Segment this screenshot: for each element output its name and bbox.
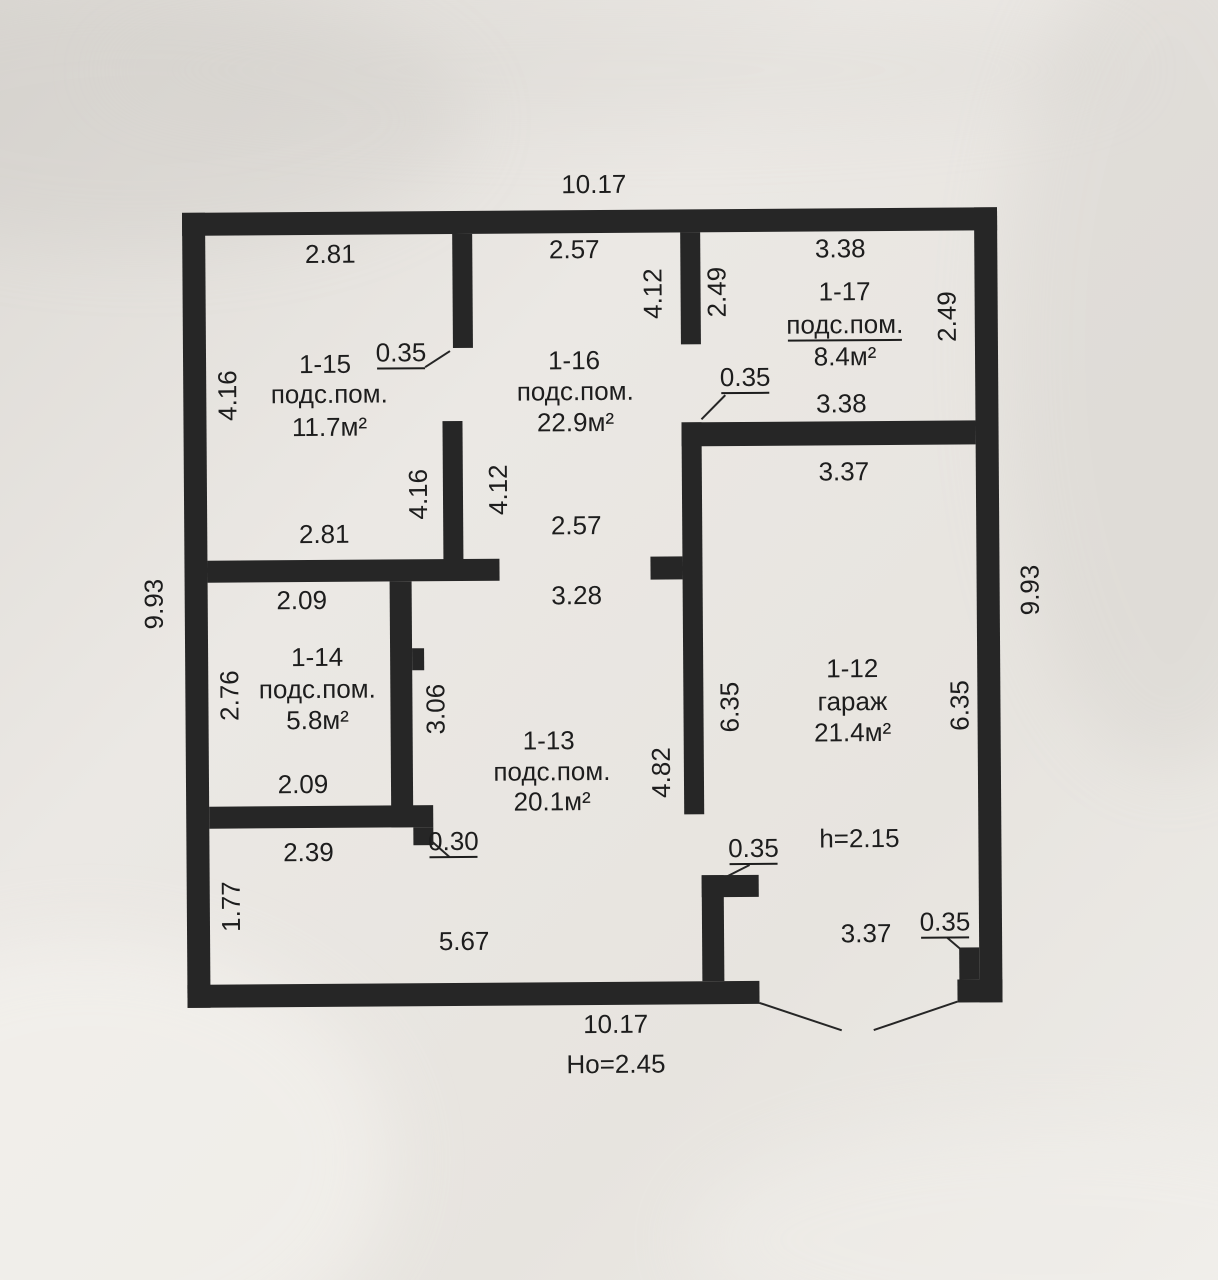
garage-area: 21.4м² [814,717,892,748]
dim-room-15-width-top: 2.81 [305,239,356,269]
dim-garage-width-top: 3.37 [818,456,869,486]
walls [182,207,1003,1008]
dim-room-16-height-left: 4.12 [483,464,513,515]
room-16-number: 1-16 [548,345,600,375]
wall-room-15-bottom [207,558,500,583]
leader-0-35-room-15 [424,350,451,369]
dim-room-17-width-top: 3.38 [815,233,866,263]
wall-alcove-step [413,827,434,846]
dim-overall-bottom: 10.17 [583,1009,648,1039]
wall-outer-left [182,212,211,1008]
dim-room-17-height-left: 2.49 [701,267,731,318]
wall-corner-step [959,947,980,980]
leader-0-35-room-17 [700,394,727,420]
wall-room-14-pier [412,648,425,671]
room-15-name: подс.пом. [271,378,388,409]
dim-overall-left: 9.93 [139,579,169,630]
dim-overall-top: 10.17 [561,169,626,199]
label-underlines [377,338,970,939]
room-15-number: 1-15 [299,349,351,379]
dim-room-17-wall: 0.35 [720,362,771,392]
wall-garage-left [681,422,705,815]
garage-door-lines [759,1000,958,1032]
dim-room-13-wall: 0.30 [428,826,479,856]
floor-height-note: Но=2.45 [566,1049,665,1080]
dim-room-16-height-right: 4.12 [637,268,667,319]
room-15-area: 11.7м² [292,412,368,443]
dim-garage-height-right: 6.35 [944,680,974,731]
leader-0-35-garage-door [723,864,751,880]
dim-room-15-width-bottom: 2.81 [299,519,350,549]
dim-room-14-height-right: 3.06 [420,684,450,735]
room-14-area: 5.8м² [286,705,349,735]
dim-room-16-width-bottom: 2.57 [551,510,602,540]
leader-lines [424,350,963,952]
wall-outer-right [973,207,1003,1003]
garage-door-diagonal-left [759,1001,843,1032]
dim-garage-corner-wall: 0.35 [920,906,971,936]
dim-room-13-alcove-height: 1.77 [216,881,246,932]
dim-room-14-width-bottom: 2.09 [278,769,329,799]
dim-room-15-height-right: 4.16 [403,469,433,520]
wall-opening-pier-16-13 [650,556,683,580]
room-14-number: 1-14 [291,642,343,672]
scan-highlight-bottom [690,1120,1218,1280]
wall-partition-16-17 [680,232,701,345]
dim-room-13-door-wall: 0.35 [728,833,779,863]
wall-partition-15-16-lower [442,420,464,562]
wall-room-17-bottom [681,420,976,447]
dim-room-15-height-left: 4.16 [212,370,242,421]
wall-outer-top [182,207,998,236]
garage-number: 1-12 [826,653,878,683]
wall-partition-15-16-upper [452,233,473,349]
wall-room-14-bottom [209,805,434,829]
room-17-number: 1-17 [818,276,870,306]
dim-garage-height-left: 6.35 [714,682,744,733]
dim-room-17-width-bottom: 3.38 [816,388,867,418]
room-13-number: 1-13 [523,725,575,755]
leader-0-30-alcove [428,838,451,858]
garage-door-diagonal-right [873,1000,958,1032]
dim-overall-right: 9.93 [1014,565,1044,616]
garage-name: гараж [817,686,887,716]
room-17-area: 8.4м² [814,341,877,371]
underline-name-room-17 [787,338,902,342]
dim-room-14-width-top: 2.09 [276,585,327,615]
wall-room-14-right [389,581,414,828]
garage-clear-height: h=2.15 [819,823,899,854]
room-14-name: подс.пом. [259,674,376,705]
dim-room-16-opening-bottom: 3.28 [551,580,602,610]
dim-room-13-width-bottom: 5.67 [439,926,490,956]
dim-room-16-width-top: 2.57 [549,234,600,264]
room-13-name: подс.пом. [493,756,610,787]
leader-0-35-corner [946,936,963,952]
wall-garage-door-pier-vertical [701,875,725,982]
drawing: 10.17 10.17 Но=2.45 9.93 9.93 2.81 1-15 … [139,169,1045,1080]
dim-room-13-height-right: 4.82 [646,747,676,798]
dimension-labels: 10.17 10.17 Но=2.45 9.93 9.93 2.81 1-15 … [139,169,1045,1080]
dim-garage-width-bottom: 3.37 [841,918,892,948]
scan-shadow-right [1000,0,1218,770]
room-16-area: 22.9м² [537,407,615,438]
scan-crease-top [100,10,1140,130]
wall-outer-bottom-left [187,980,760,1008]
dim-room-15-wall: 0.35 [376,337,427,367]
wall-outer-bottom-right-stub [957,979,1003,1003]
room-16-name: подс.пом. [517,376,634,407]
dim-room-14-height-left: 2.76 [214,670,244,721]
dim-room-17-height-right: 2.49 [932,291,962,342]
scan-highlight-bottom-left [0,940,390,1280]
room-17-name: подс.пом. [786,309,903,340]
room-13-area: 20.1м² [513,786,591,817]
dim-room-13-alcove-width: 2.39 [283,837,334,867]
